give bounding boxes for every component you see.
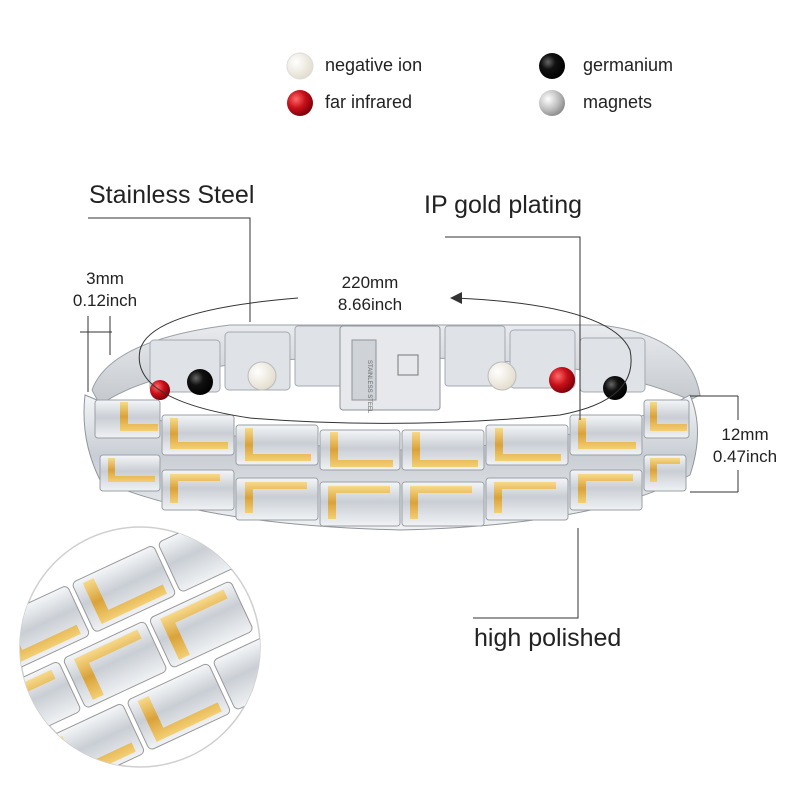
arrow-head-icon — [450, 292, 462, 304]
legend-negative-ion: negative ion — [325, 55, 423, 75]
zoom-inset — [19, 526, 261, 768]
length-dimension: 220mm 8.66inch — [320, 272, 420, 316]
magnets-dot — [539, 90, 565, 116]
width-dimension: 12mm 0.47inch — [695, 424, 795, 468]
negative-ion-dot — [286, 52, 314, 80]
germanium-dot — [539, 53, 565, 79]
bracelet-outer-band — [83, 394, 698, 531]
bracelet-inner-band: STAINLESS STEEL — [91, 324, 701, 414]
callout-lines — [80, 217, 739, 619]
finish-label: high polished — [474, 624, 622, 652]
thickness-dimension: 3mm 0.12inch — [60, 268, 150, 312]
plating-label: IP gold plating — [424, 191, 582, 219]
width-mm: 12mm — [721, 425, 769, 444]
thickness-inch: 0.12inch — [72, 291, 138, 310]
length-mm: 220mm — [341, 273, 399, 292]
legend-germanium: germanium — [583, 55, 674, 75]
far-infrared-dot — [287, 90, 313, 116]
width-inch: 0.47inch — [712, 447, 778, 466]
clasp-engraving: STAINLESS STEEL — [366, 360, 372, 414]
material-label: Stainless Steel — [89, 181, 255, 209]
length-inch: 8.66inch — [337, 295, 403, 314]
thickness-mm: 3mm — [86, 269, 124, 288]
legend-far-infrared: far infrared — [325, 92, 413, 112]
legend-magnets: magnets — [583, 92, 653, 112]
